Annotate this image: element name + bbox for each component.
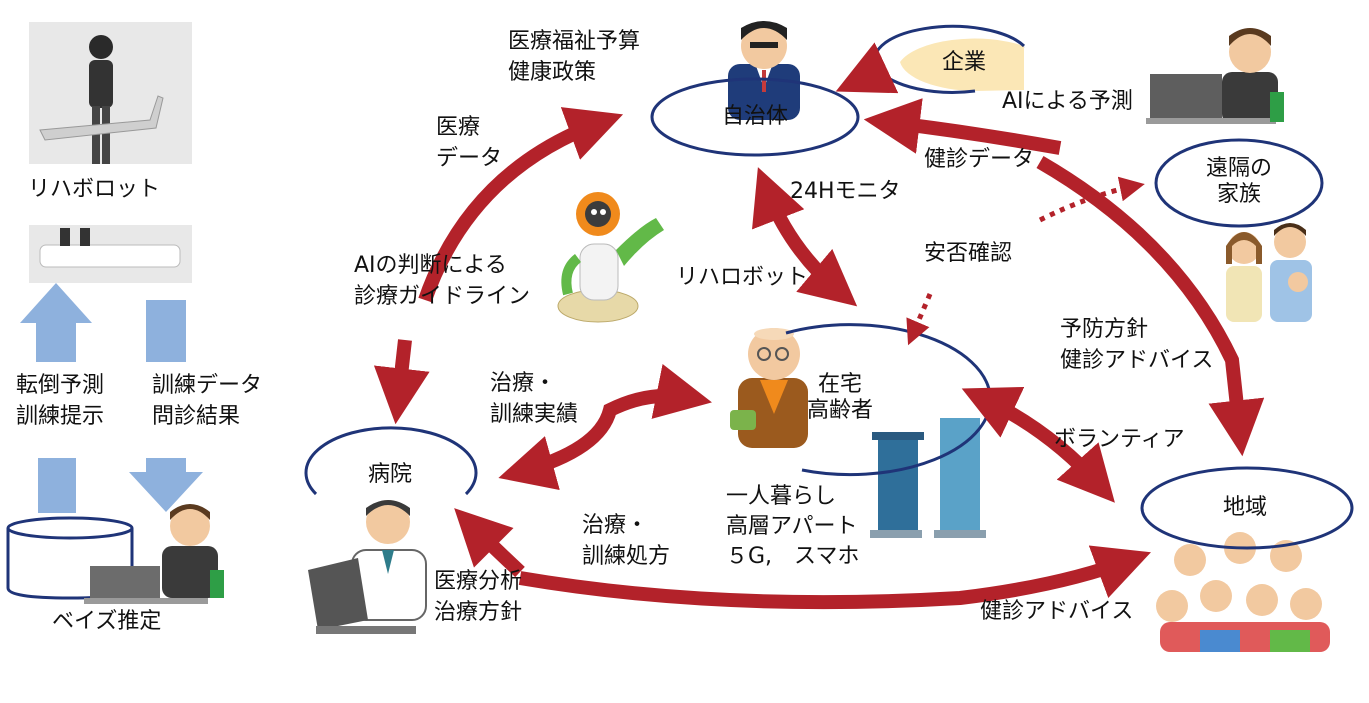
remote-family-label: 遠隔の 家族	[1205, 156, 1272, 207]
robot-icon	[557, 192, 664, 323]
pc-user-icon	[1146, 28, 1284, 124]
arrow-guideline	[373, 339, 430, 425]
municipality-node	[650, 77, 860, 157]
elderly-man-icon	[730, 328, 808, 448]
prevention-label: 予防方針 健診アドバイス	[1060, 317, 1214, 373]
arrow-safety-check-down	[906, 293, 933, 346]
ai-guideline-label: AIの判断による 診療ガイドライン	[354, 253, 531, 309]
bayes-estimation-label: ベイズ推定	[52, 609, 162, 634]
analysis-label: 医療分析 治療方針	[434, 569, 523, 625]
living-alone-label: 一人暮らし 高層アパート ５G, スマホ	[726, 484, 860, 569]
rehab-robot-label: リハロボット	[676, 265, 809, 290]
arrow-checkup-advice	[518, 545, 1151, 610]
arrow-checkup-data	[863, 98, 1062, 155]
crowd-icon	[1150, 526, 1340, 652]
remote-family-node	[1154, 138, 1324, 228]
high-rise-icon	[870, 418, 986, 538]
treadmill-photo	[29, 22, 192, 283]
hospital-label: 病院	[367, 462, 412, 487]
municipality-label: 自治体	[721, 104, 788, 129]
arrow-safety-check	[1038, 176, 1145, 223]
training-data-arrow	[129, 458, 203, 512]
treatment-plan-label: 治療・ 訓練処方	[582, 513, 671, 569]
checkup-data-label: 健診データ	[924, 147, 1035, 172]
training-data-label: 訓練データ 問診結果	[152, 373, 263, 429]
region-label: 地域	[1222, 495, 1267, 520]
arrow-company	[835, 42, 899, 94]
family-icon	[1212, 212, 1324, 324]
fall-prediction-label: 転倒予測 訓練提示	[16, 373, 105, 429]
region-node	[1140, 466, 1354, 550]
database-link-rect	[38, 458, 76, 513]
company-node-fill	[900, 38, 1024, 91]
elderly-label: 在宅 高齢者	[806, 372, 873, 423]
safety-check-label: 安否確認	[924, 241, 1013, 266]
budget-policy-label: 医療福祉予算 健康政策	[508, 29, 641, 85]
arrow-volunteer	[961, 386, 1115, 503]
monitor-24h-label: 24Hモニタ	[790, 179, 901, 204]
doctor-icon	[306, 490, 438, 636]
checkup-advice-label: 健診アドバイス	[980, 599, 1134, 624]
arrow-prevention	[1036, 155, 1265, 457]
arrow-treatment-record	[498, 363, 712, 491]
company-label: 企業	[941, 50, 986, 75]
arrow-medical-data	[418, 107, 624, 303]
rehab-robot-photo-label: リハボロット	[28, 177, 161, 202]
hospital-node	[304, 426, 478, 496]
fall-prediction-arrow	[20, 283, 92, 362]
volunteer-label: ボランティア	[1054, 427, 1185, 452]
training-data-rect	[146, 300, 186, 362]
arrow-treatment-plan	[454, 508, 525, 578]
ai-prediction-label: AIによる予測	[1002, 89, 1133, 114]
arrow-24h-monitor	[752, 167, 858, 307]
medical-data-label: 医療 データ	[436, 115, 503, 171]
treatment-record-label: 治療・ 訓練実績	[490, 371, 579, 427]
pc-user-icon	[84, 504, 224, 604]
